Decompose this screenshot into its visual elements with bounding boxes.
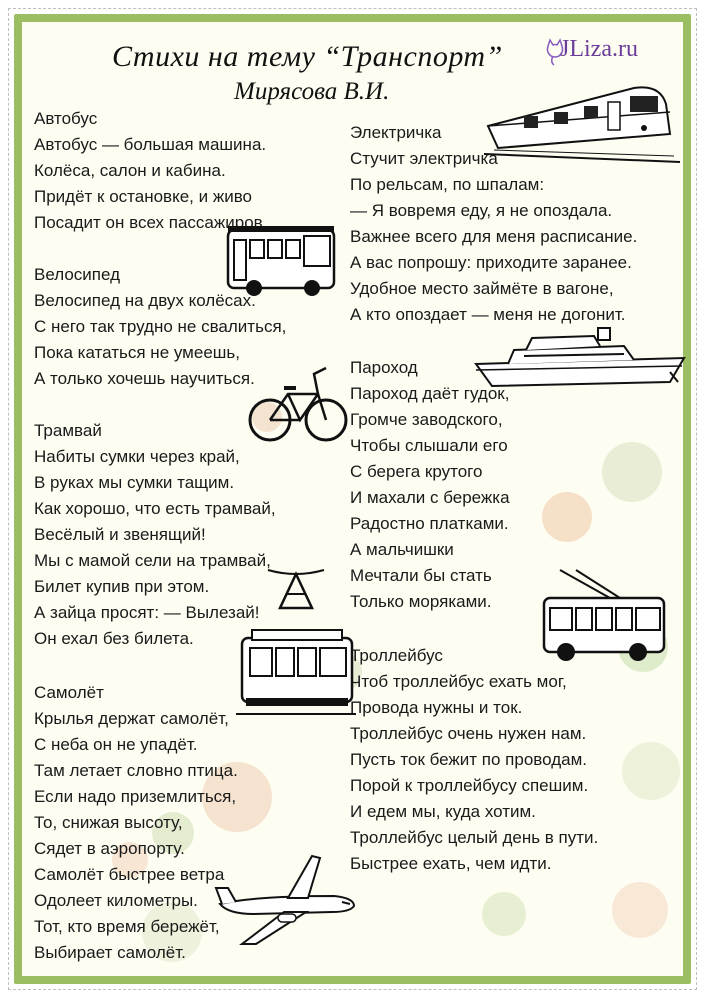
poem-line: Важнее всего для меня расписание. — [350, 227, 638, 246]
poem-line: Порой к троллейбусу спешим. — [350, 776, 589, 795]
poem-line: Мечтали бы стать — [350, 566, 492, 585]
poem-line: Если надо приземлиться, — [34, 787, 237, 806]
poem-heading: Троллейбус — [350, 646, 443, 665]
poem-train: Электричка Стучит электричка По рельсам,… — [350, 120, 637, 328]
poem-line: Троллейбус целый день в пути. — [350, 828, 599, 847]
poem-line: Троллейбус очень нужен нам. — [350, 724, 587, 743]
cat-icon — [546, 38, 564, 66]
poem-line: И махали с бережка — [350, 488, 510, 507]
poem-line: А вас попрошу: приходите заранее. — [350, 253, 632, 272]
poem-line: А кто опоздает — меня не догонит. — [350, 305, 626, 324]
poem-heading: Велосипед — [34, 265, 120, 284]
poem-line: По рельсам, по шпалам: — [350, 175, 545, 194]
poem-line: Выбирает самолёт. — [34, 943, 186, 962]
logo-text: JLiza.ru — [560, 36, 638, 62]
poem-heading: Автобус — [34, 109, 98, 128]
page-author: Мирясова В.И. — [234, 78, 390, 105]
poem-line: Мы с мамой сели на трамвай, — [34, 551, 271, 570]
poem-line: Посадит он всех пассажиров. — [34, 213, 268, 232]
poem-line: Крылья держат самолёт, — [34, 709, 229, 728]
page-title: Стихи на тему “Транспорт” — [112, 40, 503, 73]
poem-line: Пароход даёт гудок, — [350, 384, 510, 403]
bicycle-icon — [248, 366, 348, 442]
poem-line: Тот, кто время бережёт, — [34, 917, 220, 936]
decor-circle — [142, 902, 202, 962]
poem-line: — Я вовремя еду, я не опоздала. — [350, 201, 613, 220]
tram-icon — [236, 569, 356, 715]
poem-line: С него так трудно не свалиться, — [34, 317, 287, 336]
poem-line: Как хорошо, что есть трамвай, — [34, 499, 276, 518]
poem-line: С неба он не упадёт. — [34, 735, 198, 754]
poem-line: В руках мы сумки тащим. — [34, 473, 235, 492]
trolleybus-icon — [542, 569, 666, 661]
poem-line: Велосипед на двух колёсах. — [34, 291, 256, 310]
poem-tram: Трамвай Набиты сумки через край, В руках… — [34, 418, 276, 652]
decor-circle — [602, 442, 662, 502]
decor-circle — [622, 742, 680, 800]
poem-line: С берега крутого — [350, 462, 483, 481]
poem-bicycle: Велосипед Велосипед на двух колёсах. С н… — [34, 262, 286, 392]
decor-circle — [612, 882, 668, 938]
page-sheet — [22, 22, 683, 976]
poem-trolleybus: Троллейбус Чтоб троллейбус ехать мог, Пр… — [350, 643, 598, 877]
poem-line: Там летает словно птица. — [34, 761, 238, 780]
poem-line: Радостно платками. — [350, 514, 509, 533]
bus-icon — [226, 226, 336, 296]
poem-heading: Трамвай — [34, 421, 102, 440]
decor-circle — [252, 402, 282, 432]
airplane-icon — [214, 854, 356, 945]
poem-line: Стучит электричка — [350, 149, 498, 168]
poem-line: Быстрее ехать, чем идти. — [350, 854, 552, 873]
poem-line: Придёт к остановке, и живо — [34, 187, 253, 206]
poem-line: Набиты сумки через край, — [34, 447, 240, 466]
poem-line: Удобное место займёте в вагоне, — [350, 279, 614, 298]
poem-heading: Пароход — [350, 358, 418, 377]
decor-circle — [202, 762, 272, 832]
decor-circle — [482, 892, 526, 936]
poem-ship: Пароход Пароход даёт гудок, Громче завод… — [350, 355, 510, 615]
ship-icon — [474, 327, 686, 388]
poem-plane: Самолёт Крылья держат самолёт, С неба он… — [34, 680, 238, 966]
poem-line: Одолеет километры. — [34, 891, 198, 910]
poem-line: То, снижая высоту, — [34, 813, 183, 832]
poem-line: А зайца просят: — Вылезай! — [34, 603, 260, 622]
poem-line: Автобус — большая машина. — [34, 135, 267, 154]
decor-circle — [112, 842, 148, 878]
poem-line: Только моряками. — [350, 592, 492, 611]
decor-circle — [542, 492, 592, 542]
poem-heading: Электричка — [350, 123, 442, 142]
poem-line: Он ехал без билета. — [34, 629, 194, 648]
train-icon — [484, 86, 680, 163]
poem-line: Колёса, салон и кабина. — [34, 161, 226, 180]
poem-line: Чтоб троллейбус ехать мог, — [350, 672, 567, 691]
poem-line: Весёлый и звенящий! — [34, 525, 206, 544]
poem-line: А мальчишки — [350, 540, 454, 559]
poem-line: Сядет в аэропорту. — [34, 839, 185, 858]
poem-line: Пусть ток бежит по проводам. — [350, 750, 587, 769]
poem-line: И едем мы, куда хотим. — [350, 802, 536, 821]
poem-line: Самолёт быстрее ветра — [34, 865, 225, 884]
poem-line: Провода нужны и ток. — [350, 698, 523, 717]
poem-line: А только хочешь научиться. — [34, 369, 255, 388]
poem-line: Билет купив при этом. — [34, 577, 210, 596]
poem-bus: Автобус Автобус — большая машина. Колёса… — [34, 106, 267, 236]
poem-line: Пока кататься не умеешь, — [34, 343, 240, 362]
poem-line: Громче заводского, — [350, 410, 503, 429]
poem-line: Чтобы слышали его — [350, 436, 508, 455]
site-logo: JLiza.ru — [544, 34, 674, 70]
page-frame — [8, 8, 697, 990]
poem-heading: Самолёт — [34, 683, 104, 702]
decor-circle — [152, 812, 194, 854]
